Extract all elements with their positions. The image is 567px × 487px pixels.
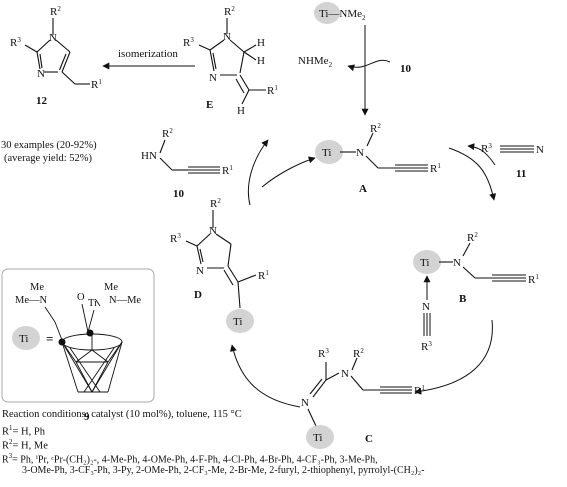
compound-B-r1: R1 bbox=[528, 273, 539, 286]
catalyst-ti-circle bbox=[12, 326, 40, 350]
catalyst-n-me-right: N—Me bbox=[109, 295, 141, 306]
compound-C-r3: R3 bbox=[318, 347, 329, 360]
catalyst-carbon-right bbox=[86, 329, 94, 337]
nitrile-n: N bbox=[422, 301, 430, 313]
nhme2-release-arrow bbox=[347, 59, 391, 72]
compound-C-structure bbox=[307, 357, 412, 427]
compound-D-n1: N bbox=[209, 225, 217, 237]
catalyst-me-top-right: Me bbox=[104, 282, 118, 293]
compound-E-h-mid: H bbox=[257, 55, 265, 67]
compound-E-structure bbox=[198, 18, 266, 105]
ti-circle-top bbox=[314, 2, 340, 24]
nitrile-r3: R3 bbox=[421, 340, 432, 353]
compound-A-r2: R2 bbox=[370, 122, 381, 135]
compound-C-r2: R2 bbox=[353, 347, 364, 360]
conditions-r1: R1= H, Ph bbox=[2, 424, 45, 438]
compound-12-r3: R3 bbox=[10, 36, 21, 49]
conditions-r3-continued: 3-OMe-Ph, 3-CF₃-Ph, 3-Py, 2-OMe-Ph, 2-CF… bbox=[22, 465, 425, 476]
catalyst-box bbox=[1, 268, 155, 403]
compound-12-n1: N bbox=[49, 32, 57, 44]
nhme2-label: NHMe2 bbox=[298, 55, 333, 69]
compound-C-n-imine: N bbox=[301, 397, 309, 409]
ti-circle-A bbox=[315, 140, 343, 164]
conditions-line-1: Reaction conditions: catalyst (10 mol%),… bbox=[2, 409, 242, 420]
reagent-10-top: 10 bbox=[400, 63, 412, 75]
compound-C-ti: Ti bbox=[313, 432, 322, 444]
catalyst-me-n-left: Me—N bbox=[15, 295, 47, 306]
compound-D-r3: R3 bbox=[170, 232, 181, 245]
A-to-B-arrow bbox=[448, 147, 497, 201]
compound-12-n3: N bbox=[37, 68, 45, 80]
compound-E-label: E bbox=[206, 99, 213, 111]
reagent-10-r1: R1 bbox=[222, 164, 233, 177]
reagent-11-r3: R3 bbox=[481, 142, 492, 155]
compound-12-r2: R2 bbox=[50, 5, 61, 18]
catalyst-ti: Ti bbox=[19, 333, 28, 345]
conditions-r2: R2= H, Me bbox=[2, 438, 48, 452]
catalyst-carbon-left bbox=[58, 338, 66, 346]
B-to-C-arrow bbox=[414, 319, 493, 395]
compound-B-structure bbox=[439, 242, 526, 282]
compound-E-r2: R2 bbox=[224, 5, 235, 18]
catalyst-ti-inner: Ti bbox=[88, 298, 97, 309]
reagent-10-label: 10 bbox=[173, 188, 185, 200]
ti-circle-D bbox=[226, 309, 254, 333]
reagent-10-r2: R2 bbox=[162, 127, 173, 140]
ti-circle-B bbox=[413, 250, 441, 274]
catalyst-carborane-cage bbox=[44, 299, 123, 393]
catalyst-o: O bbox=[77, 292, 85, 303]
reagent-10-entry-arrow bbox=[261, 156, 316, 188]
examples-line-1: 30 examples (20-92%) bbox=[1, 140, 97, 151]
compound-B-r2: R2 bbox=[467, 231, 478, 244]
compound-C-n-amine: N bbox=[341, 368, 349, 380]
compound-A-label: A bbox=[359, 183, 367, 195]
catalyst-me-top-left: Me bbox=[30, 282, 44, 293]
compound-D-label: D bbox=[194, 289, 202, 301]
ti-circle-C bbox=[306, 425, 334, 449]
compound-A-ti: Ti bbox=[322, 147, 331, 159]
reagent-11-n: N bbox=[536, 144, 544, 156]
compound-C-label: C bbox=[365, 433, 373, 445]
compound-12-structure bbox=[24, 18, 90, 85]
compound-C-r1: R1 bbox=[414, 384, 425, 397]
compound-E-r1: R1 bbox=[267, 84, 278, 97]
catalyst-label: 9 bbox=[84, 411, 90, 423]
compound-B-ti: Ti bbox=[420, 257, 429, 269]
compound-D-r2: R2 bbox=[210, 197, 221, 210]
compound-D-ti: Ti bbox=[233, 316, 242, 328]
isomerization-label: isomerization bbox=[118, 48, 178, 60]
reagent-10-hn: HN bbox=[141, 150, 157, 162]
reagent-10-structure bbox=[159, 139, 220, 174]
compound-E-n1: N bbox=[223, 31, 231, 43]
compound-12-label: 12 bbox=[36, 95, 48, 107]
compound-E-h-top: H bbox=[257, 37, 265, 49]
nitrile-triple-bond bbox=[423, 313, 431, 336]
compound-B-label: B bbox=[459, 293, 467, 305]
D-to-E-arrow bbox=[247, 139, 269, 206]
compound-A-r1: R1 bbox=[430, 162, 441, 175]
compound-A-n: N bbox=[356, 147, 364, 159]
conditions-r3: R3= Ph, ⁱPr, ᶜPr-(CH₂)₂-, 4-Me-Ph, 4-OMe… bbox=[2, 452, 378, 466]
compound-12-r1: R1 bbox=[91, 78, 102, 91]
reagent-11-label: 11 bbox=[516, 168, 526, 180]
ti-nme2-reagent: Ti—NMe2 bbox=[319, 8, 366, 22]
reagent-11-entry-arrow bbox=[467, 143, 496, 166]
C-to-D-arrow bbox=[229, 344, 301, 408]
compound-E-n3: N bbox=[209, 72, 217, 84]
catalyst-equals: = bbox=[46, 331, 53, 346]
compound-D-n3: N bbox=[196, 265, 204, 277]
compound-A-structure bbox=[340, 132, 428, 172]
compound-E-r3: R3 bbox=[183, 36, 194, 49]
compound-B-n: N bbox=[453, 257, 461, 269]
examples-line-2: (average yield: 52%) bbox=[4, 153, 93, 164]
compound-D-r1: R1 bbox=[258, 269, 269, 282]
compound-D-structure bbox=[185, 210, 257, 309]
compound-E-h-bottom: H bbox=[237, 105, 245, 117]
reagent-11-triple-bond bbox=[500, 145, 534, 153]
